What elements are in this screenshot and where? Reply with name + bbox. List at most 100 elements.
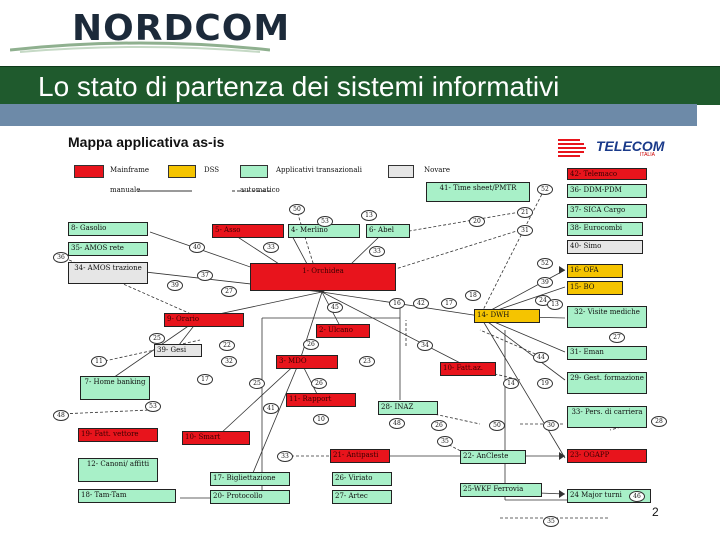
connector-node: 13 bbox=[547, 299, 563, 310]
legend-swatch-dss bbox=[168, 165, 196, 178]
box-fatt-az: 10- Fatt.az. bbox=[440, 362, 496, 376]
connector-node: 28 bbox=[651, 416, 667, 427]
connector-node: 35 bbox=[437, 436, 453, 447]
connector-node: 20 bbox=[469, 216, 485, 227]
connector-node: 26 bbox=[431, 420, 447, 431]
box-rapport: 11- Rapport bbox=[286, 393, 356, 407]
connector-node: 31 bbox=[517, 225, 533, 236]
connector-node: 32 bbox=[221, 356, 237, 367]
page-number: 2 bbox=[652, 505, 659, 519]
connector-node: 27 bbox=[221, 286, 237, 297]
connector-node: 45 bbox=[327, 302, 343, 313]
logo-swoosh-icon bbox=[10, 41, 270, 53]
connector-node: 25 bbox=[249, 378, 265, 389]
box-pers-carriera: 33- Pers. di carriera bbox=[567, 406, 647, 428]
connector-node: 16 bbox=[389, 298, 405, 309]
box-protocollo: 20- Protocollo bbox=[210, 490, 290, 504]
connector-node: 36 bbox=[53, 252, 69, 263]
connector-node: 46 bbox=[629, 491, 645, 502]
connector-node: 27 bbox=[609, 332, 625, 343]
connector-node: 48 bbox=[53, 410, 69, 421]
connector-node: 52 bbox=[537, 184, 553, 195]
connector-node: 41 bbox=[263, 403, 279, 414]
connector-node: 48 bbox=[389, 418, 405, 429]
connector-node: 25 bbox=[149, 333, 165, 344]
box-gesi: 39- Gesi bbox=[154, 344, 202, 357]
box-sica-cargo: 37- SICA Cargo bbox=[567, 204, 647, 218]
box-fatt-vettore: 19- Fatt. vettore bbox=[78, 428, 158, 442]
connector-node: 50 bbox=[489, 420, 505, 431]
box-ogapp: 23- OGAPP bbox=[567, 449, 647, 463]
box-ofa: 16- OFA bbox=[567, 264, 623, 278]
accent-bar bbox=[0, 104, 697, 126]
logo-text: NORDCOM bbox=[72, 8, 291, 49]
box-gest-formazione: 29- Gest. formazione bbox=[567, 372, 647, 394]
box-smart: 10- Smart bbox=[182, 431, 250, 445]
box-gasolio: 8- Gasolio bbox=[68, 222, 148, 236]
connector-node: 39 bbox=[537, 277, 553, 288]
legend-sub-manuale: manuale bbox=[110, 186, 141, 194]
box-ulcano: 2- Ulcano bbox=[316, 324, 370, 338]
box-bigliettazione: 17- Bigliettazione bbox=[210, 472, 290, 486]
connector-node: 37 bbox=[197, 270, 213, 281]
connector-node: 19 bbox=[537, 378, 553, 389]
box-orchidea: 1- Orchidea bbox=[250, 263, 396, 291]
box-dwh: 14- DWH bbox=[474, 309, 540, 323]
legend-label-mainframe: Mainframe bbox=[110, 166, 149, 174]
telecom-brand: TELECOM bbox=[596, 138, 665, 154]
connector-node: 26 bbox=[303, 339, 319, 350]
box-time-sheet: 41- Time sheet/PMTR bbox=[426, 182, 530, 202]
connector-node: 44 bbox=[533, 352, 549, 363]
connector-node: 18 bbox=[465, 290, 481, 301]
box-eurocombi: 38- Eurocombi bbox=[567, 222, 643, 236]
legend-label-dss: DSS bbox=[204, 166, 220, 174]
legend-sub-automatico: automatico bbox=[240, 186, 280, 194]
legend-swatch-transazionali bbox=[240, 165, 268, 178]
box-inaz: 28- INAZ bbox=[378, 401, 438, 415]
connector-node: 22 bbox=[219, 340, 235, 351]
connector-node: 21 bbox=[517, 207, 533, 218]
connector-node: 53 bbox=[145, 401, 161, 412]
box-simo: 40- Simo bbox=[567, 240, 643, 254]
connector-node: 52 bbox=[537, 258, 553, 269]
box-artec: 27- Artec bbox=[332, 490, 392, 504]
box-viriato: 26- Viriato bbox=[332, 472, 392, 486]
box-amos-rete: 35- AMOS rete bbox=[68, 242, 148, 256]
box-bo: 15- BO bbox=[567, 281, 623, 295]
connector-node: 13 bbox=[361, 210, 377, 221]
connector-node: 11 bbox=[91, 356, 107, 367]
box-eman: 31- Eman bbox=[567, 346, 647, 360]
box-amos-trazione: 34- AMOS trazione bbox=[68, 262, 148, 284]
connector-node: 42 bbox=[413, 298, 429, 309]
connector-node: 33 bbox=[277, 451, 293, 462]
box-asso: 5- Asso bbox=[212, 224, 284, 238]
map-title: Mappa applicativa as-is bbox=[68, 134, 225, 150]
box-ancleste: 22- AnCleste bbox=[460, 450, 526, 464]
legend-label-transazionali: Applicativi transazionali bbox=[276, 166, 362, 174]
connector-node: 34 bbox=[417, 340, 433, 351]
box-tam-tam: 18- Tam-Tam bbox=[78, 489, 176, 503]
box-telemaco: 42- Telemaco bbox=[567, 168, 647, 180]
connector-node: 30 bbox=[543, 420, 559, 431]
legend-swatch-mainframe bbox=[74, 165, 104, 178]
box-orario: 9- Orario bbox=[164, 313, 244, 327]
box-mdo: 3- MDO bbox=[276, 355, 338, 369]
connector-node: 17 bbox=[197, 374, 213, 385]
legend-swatch-novare bbox=[388, 165, 414, 178]
page-title: Lo stato di partenza dei sistemi informa… bbox=[38, 71, 560, 102]
box-canoni-affitti: 12- Canoni/ affitti bbox=[78, 458, 158, 482]
connector-node: 17 bbox=[441, 298, 457, 309]
box-home-banking: 7- Home banking bbox=[80, 376, 150, 400]
box-visite-mediche: 32- Visite mediche bbox=[567, 306, 647, 328]
connector-node: 33 bbox=[263, 242, 279, 253]
box-ddm-pdm: 36- DDM-PDM bbox=[567, 184, 647, 198]
nordcom-logo: NORDCOM bbox=[10, 2, 289, 58]
telecom-logo-icon bbox=[558, 139, 586, 157]
connector-node: 39 bbox=[167, 280, 183, 291]
legend-line-samples bbox=[138, 190, 272, 192]
legend-label-novare: Novare bbox=[424, 166, 450, 174]
connector-node: 35 bbox=[543, 516, 559, 527]
connector-node: 14 bbox=[503, 378, 519, 389]
connector-node: 10 bbox=[313, 414, 329, 425]
connector-node: 33 bbox=[369, 246, 385, 257]
